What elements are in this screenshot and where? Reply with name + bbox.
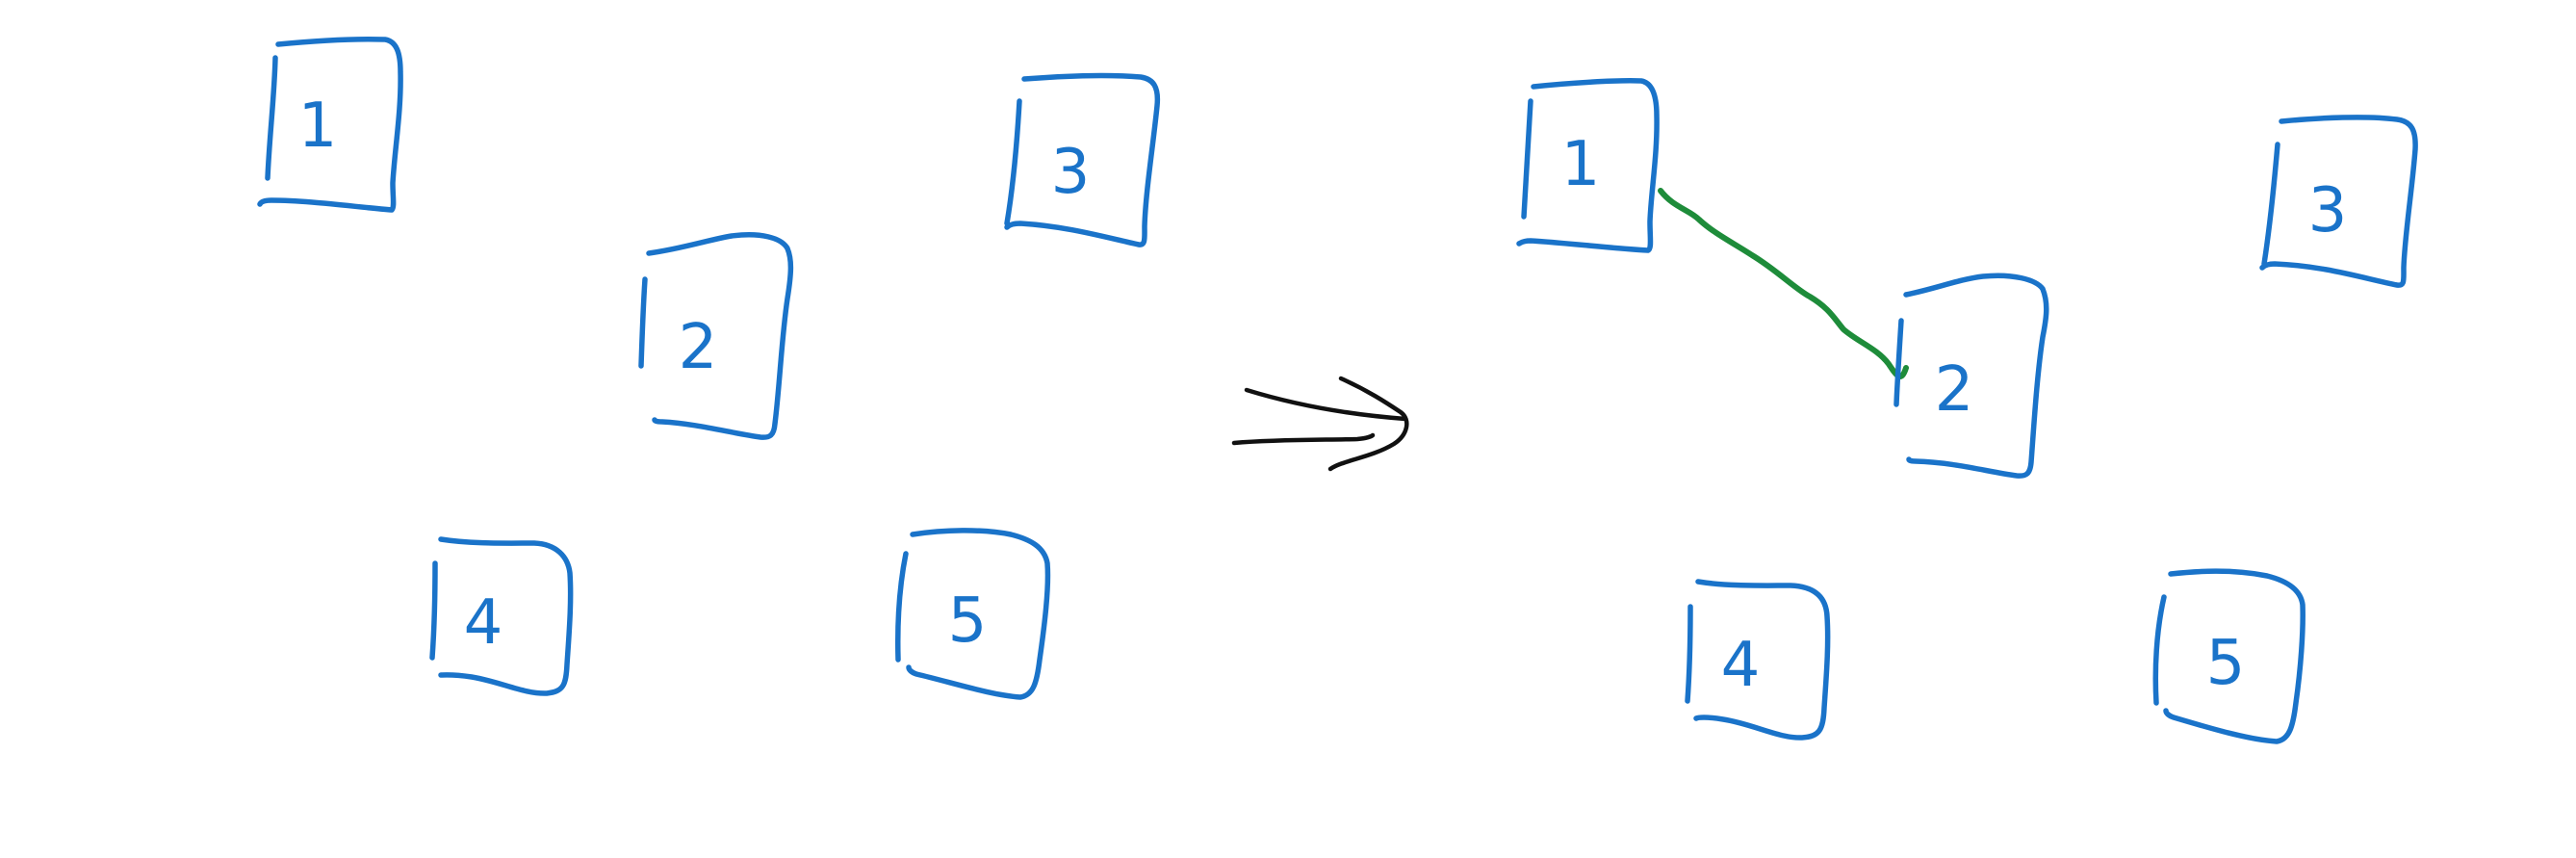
node-box-5-after: 5: [2152, 568, 2306, 744]
node-box-1-before: 1: [257, 36, 403, 213]
node-label-2-before: 2: [679, 312, 718, 383]
node-box-4-after-outline: [1685, 579, 1831, 741]
node-label-5-before: 5: [948, 585, 988, 657]
node-box-4-before: 4: [429, 536, 574, 696]
node-label-1-before: 1: [298, 91, 338, 162]
node-box-3-after: 3: [2259, 115, 2418, 288]
node-box-4-after: 4: [1685, 579, 1831, 741]
node-label-3-before: 3: [1051, 137, 1091, 208]
arrow-head-stroke: [1327, 376, 1409, 472]
node-label-1-after: 1: [1561, 129, 1601, 200]
node-box-5-before-outline: [895, 528, 1051, 700]
node-box-2-after: 2: [1893, 273, 2049, 479]
node-box-2-before-outline: [638, 232, 794, 440]
node-box-5-after-outline: [2152, 568, 2306, 744]
node-box-5-before: 5: [895, 528, 1051, 700]
node-box-1-after-outline: [1516, 78, 1660, 253]
edge-1-2-after: [1658, 188, 1909, 379]
node-box-4-before-outline: [429, 536, 574, 696]
node-label-4-before: 4: [464, 587, 503, 659]
before-group: 1 2 3 4 5: [257, 36, 1161, 700]
arrow-lower-stroke: [1231, 432, 1376, 446]
node-box-3-before: 3: [1004, 72, 1161, 247]
arrow-upper-stroke: [1244, 387, 1408, 422]
node-box-2-after-outline: [1893, 273, 2049, 479]
transition-arrow: [1231, 376, 1409, 472]
node-box-3-before-outline: [1004, 72, 1161, 247]
after-group: 1 2 3 4 5: [1516, 78, 2418, 744]
node-box-2-before: 2: [638, 232, 794, 440]
node-label-2-after: 2: [1935, 354, 1974, 426]
node-label-5-after: 5: [2206, 628, 2246, 699]
node-label-3-after: 3: [2308, 175, 2348, 247]
node-box-1-after: 1: [1516, 78, 1660, 253]
node-box-1-before-outline: [257, 36, 403, 213]
node-label-4-after: 4: [1721, 630, 1761, 701]
node-box-3-after-outline: [2259, 115, 2418, 288]
